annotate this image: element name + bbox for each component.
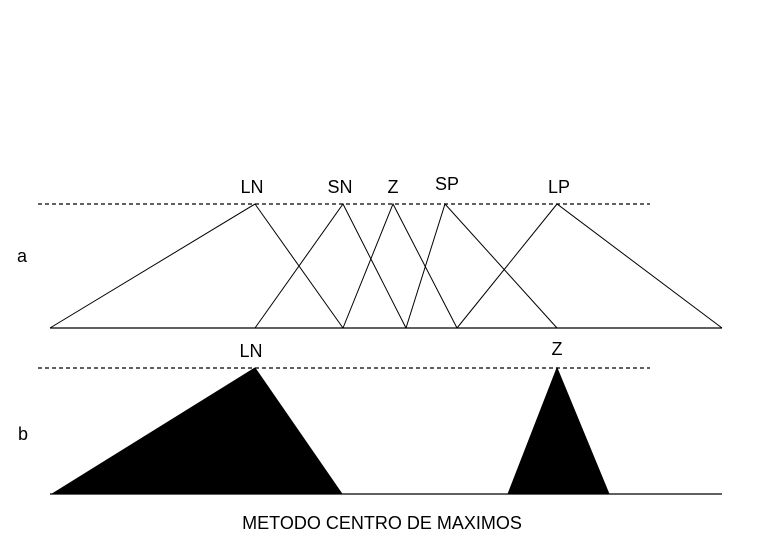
membership-ln bbox=[49, 203, 344, 329]
result-shape-z bbox=[507, 366, 610, 495]
set-label-sp: SP bbox=[435, 174, 459, 194]
membership-lp bbox=[456, 203, 723, 329]
membership-sn bbox=[254, 203, 407, 329]
panel-b: b LN Z bbox=[18, 339, 722, 495]
membership-sp bbox=[405, 203, 558, 329]
set-label-ln: LN bbox=[240, 177, 263, 197]
set-label-z: Z bbox=[388, 177, 399, 197]
membership-z bbox=[342, 202, 458, 329]
panel-a-label: a bbox=[17, 246, 28, 266]
result-label-ln: LN bbox=[239, 341, 262, 361]
diagram-caption: METODO CENTRO DE MAXIMOS bbox=[242, 513, 522, 533]
panel-a: a LN SN Z SP LP bbox=[17, 174, 723, 329]
result-label-z: Z bbox=[552, 339, 563, 359]
panel-b-label: b bbox=[18, 424, 28, 444]
set-label-lp: LP bbox=[548, 177, 570, 197]
set-label-sn: SN bbox=[327, 177, 352, 197]
result-shape-ln bbox=[50, 367, 343, 495]
